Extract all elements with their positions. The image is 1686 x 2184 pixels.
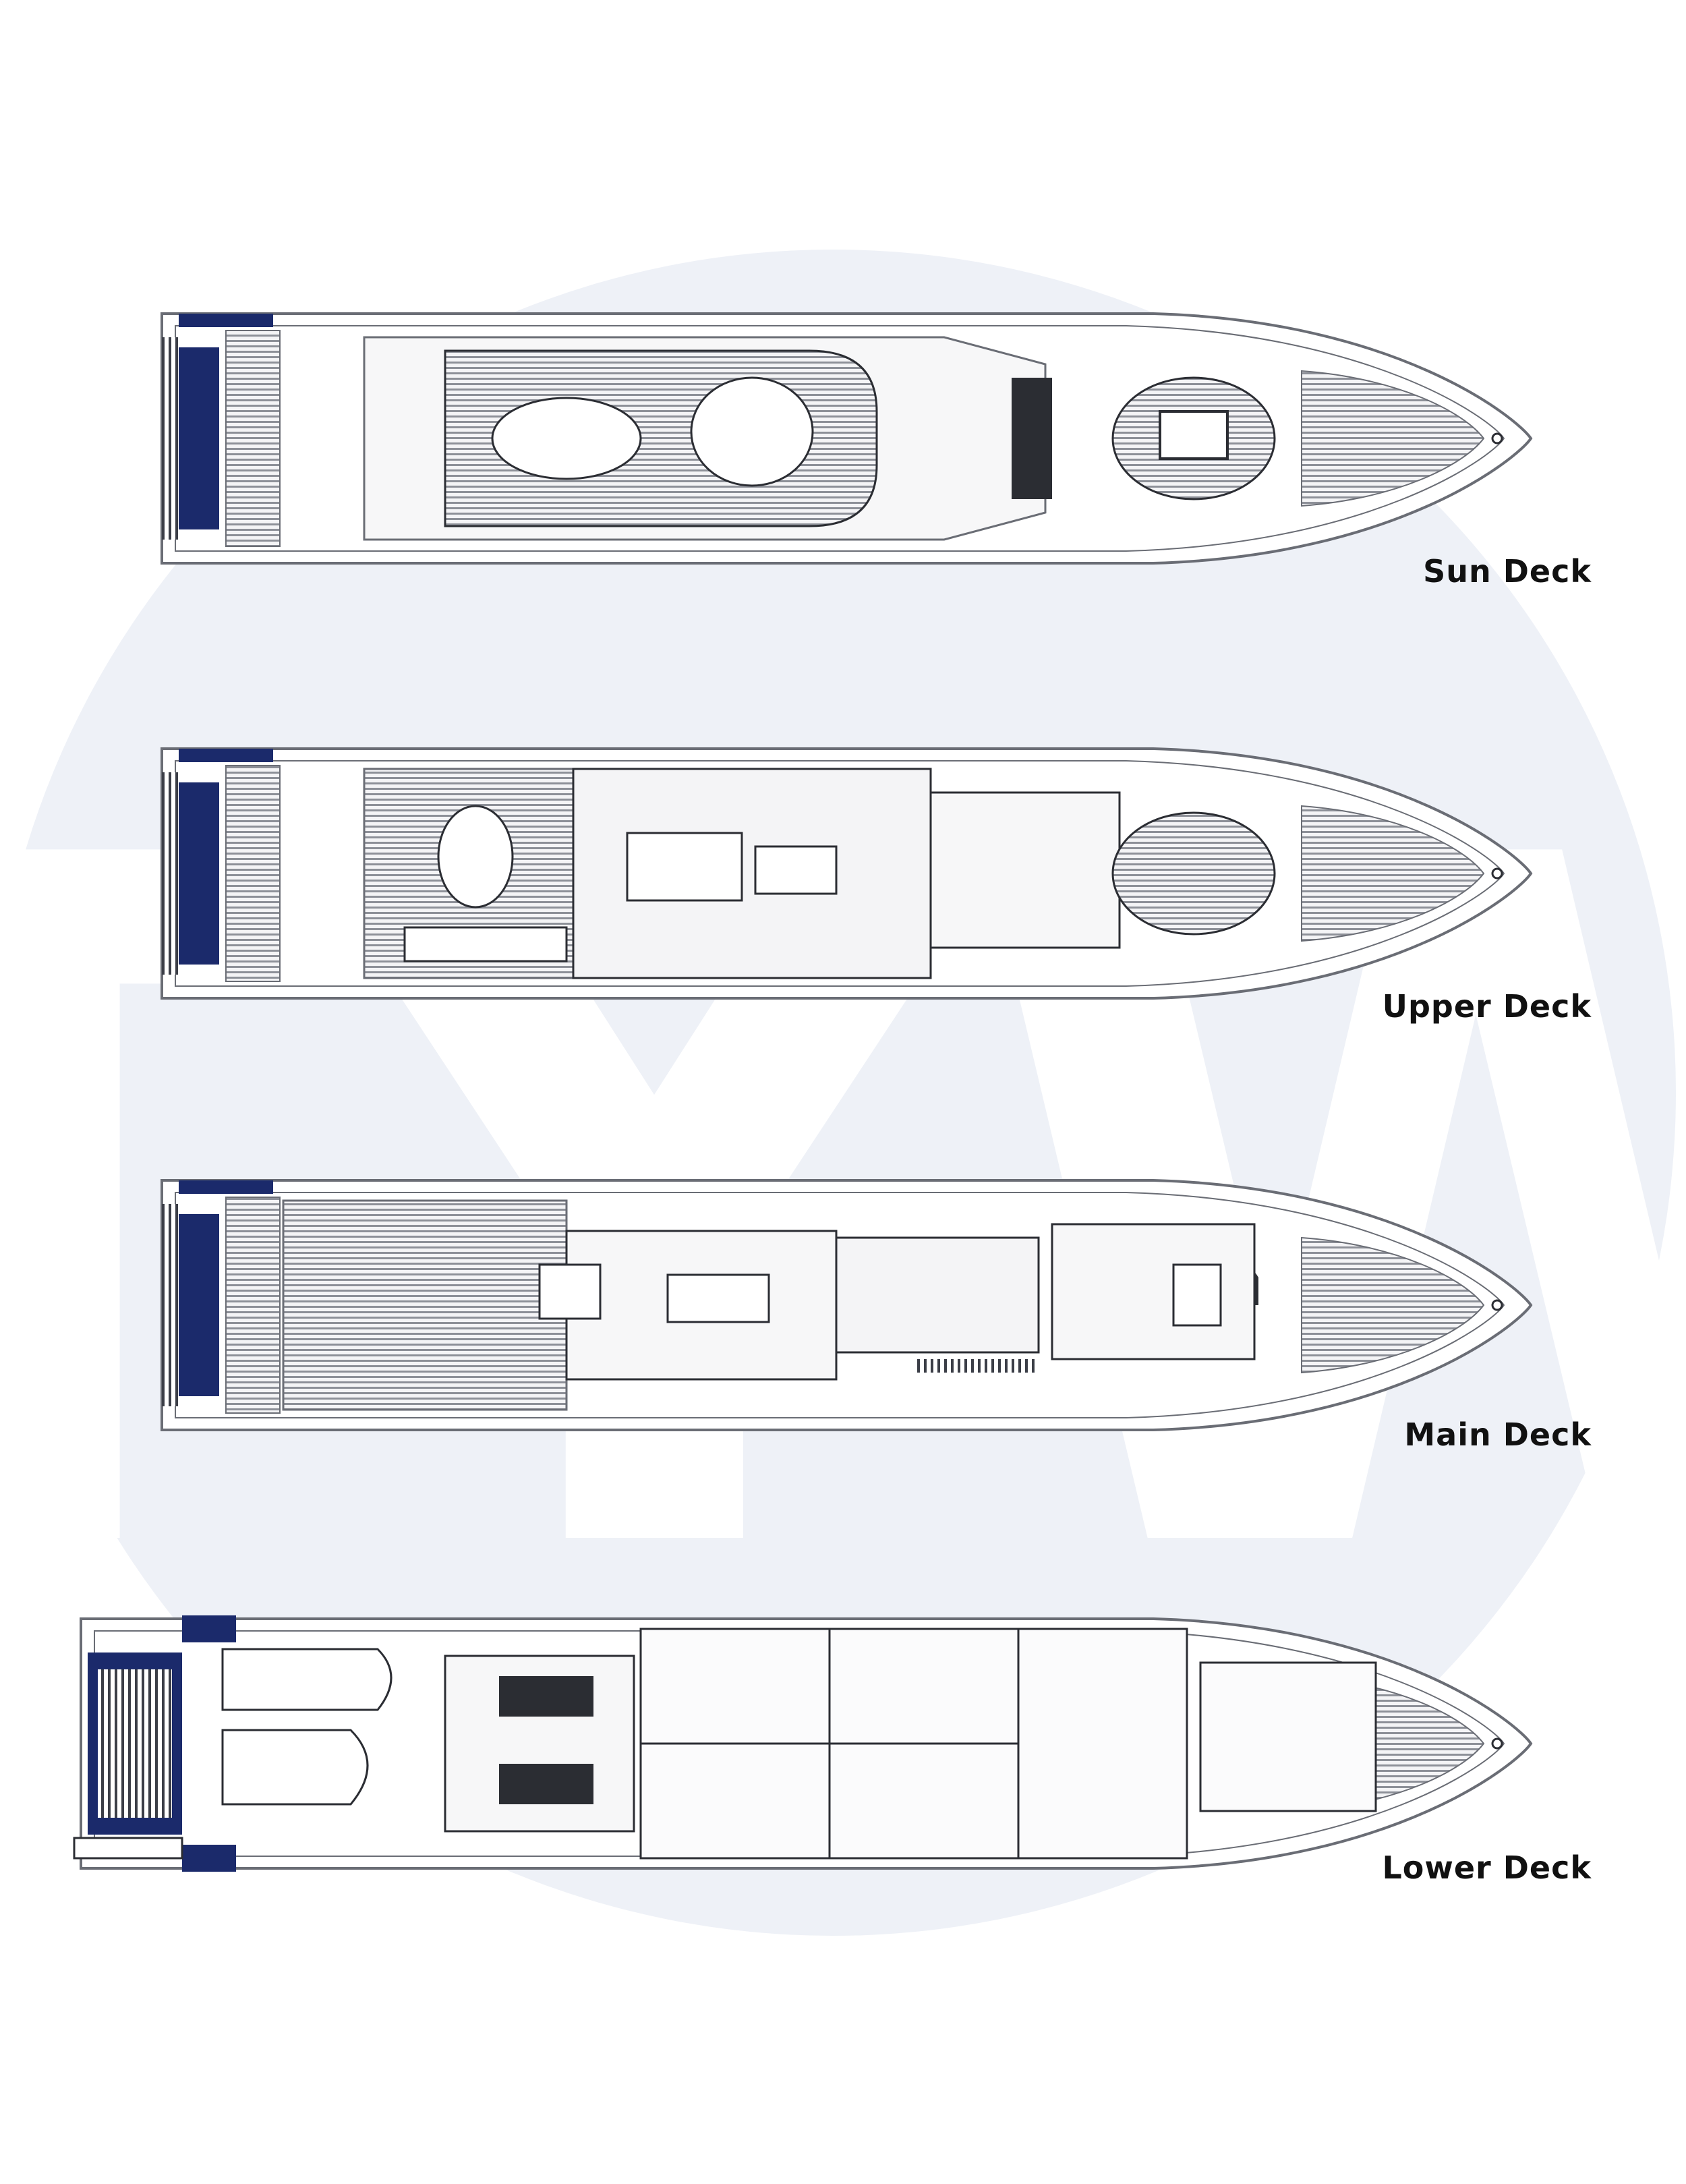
bow-fitting (1491, 1737, 1503, 1750)
bridge-area (929, 791, 1121, 949)
dining-table (437, 805, 514, 909)
deck-lower (73, 1615, 1533, 1872)
stern-navy-top (179, 314, 273, 327)
lounge-seating (626, 832, 743, 902)
aft-deck-hatch (225, 1197, 281, 1414)
aft-deck-hatch (225, 765, 281, 982)
tender-1 (221, 1648, 393, 1711)
hull-inner-line (175, 760, 1505, 987)
stern-navy-panel (179, 1214, 219, 1396)
bow-fitting (1491, 432, 1503, 444)
stern-navy-top (179, 749, 273, 762)
watermark-circle (0, 250, 1676, 1936)
foredeck (1301, 370, 1485, 507)
passerelle (73, 1837, 183, 1860)
deck-label-main: Main Deck (1404, 1416, 1592, 1453)
sun-windscreen (1012, 378, 1052, 499)
stern-steps (162, 337, 179, 540)
hull-inner-line (94, 1630, 1505, 1857)
jacuzzi (491, 397, 642, 480)
main-galley-units (917, 1359, 1039, 1373)
hull-inner-line (175, 325, 1505, 552)
foredeck (1301, 1236, 1485, 1374)
main-coffee-table (538, 1263, 602, 1320)
foredeck (1301, 805, 1485, 942)
stern-navy-panel (179, 347, 219, 529)
deck-label-upper: Upper Deck (1382, 988, 1592, 1025)
owner-bed (1172, 1263, 1222, 1327)
hull-inner-line (175, 1192, 1505, 1418)
main-aft-deck (282, 1199, 568, 1411)
deck-upper (161, 747, 1533, 1000)
upper-bow-lounge (1111, 811, 1276, 936)
stern-steps (162, 1204, 179, 1406)
bow-fitting (1491, 1299, 1503, 1311)
deck-label-sun: Sun Deck (1423, 553, 1592, 590)
owner-suite (1051, 1223, 1256, 1360)
stern-navy-top (179, 1180, 273, 1194)
lounge-table (754, 845, 838, 895)
swim-platform-steps (98, 1669, 172, 1818)
aft-sofa (403, 926, 568, 962)
deck-label-lower: Lower Deck (1382, 1849, 1592, 1886)
crew-forward (1199, 1661, 1377, 1812)
deck-main (161, 1179, 1533, 1431)
bow-fitting (1491, 867, 1503, 880)
sunpad-round (690, 376, 814, 487)
engine-port (499, 1676, 593, 1717)
crew-quarters (1017, 1628, 1188, 1860)
main-lobby (835, 1236, 1040, 1354)
sun-helm (1159, 410, 1229, 460)
stern-steps (162, 772, 179, 975)
engine-starboard (499, 1764, 593, 1804)
stern-navy-panel (179, 782, 219, 965)
lower-navy-top (182, 1615, 236, 1642)
tender-2 (221, 1729, 369, 1806)
aft-deck-hatch (225, 330, 281, 547)
lower-navy-bottom (182, 1845, 236, 1872)
main-dining-table (666, 1273, 770, 1323)
deck-sun (161, 312, 1533, 565)
